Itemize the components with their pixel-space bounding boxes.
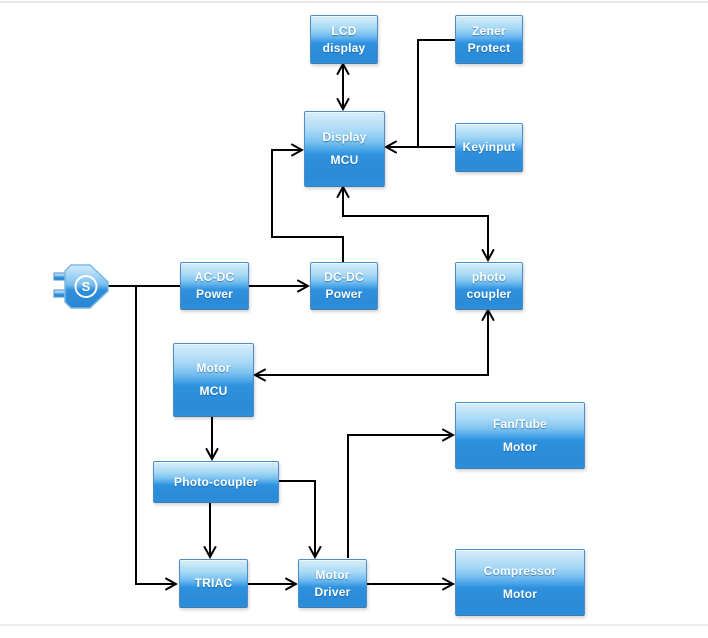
node-label-line2: display (322, 40, 366, 55)
plug-body (64, 264, 109, 309)
edge-motor-driver-to-fan-tube (347, 435, 453, 558)
node-label-line1: Photo-coupler (174, 474, 258, 489)
node-label-line1: Compressor (483, 563, 557, 578)
node-photo-coupler-2: Photo-coupler (153, 461, 279, 503)
node-label-line1: Zener (472, 23, 506, 38)
power-plug-icon: S (53, 264, 109, 309)
node-label-line2: Power (195, 287, 233, 301)
node-label-line2: MCU (330, 153, 359, 167)
top-border-line (0, 1, 708, 3)
plug-circle (74, 275, 98, 298)
node-label-line2: coupler (466, 287, 512, 301)
bottom-border-line (0, 624, 708, 626)
edge-plug-to-triac (135, 286, 176, 584)
node-label-line1: AC-DC (194, 270, 235, 284)
node-label-line1: LCD (331, 23, 357, 38)
node-lcd-display: LCD display (310, 15, 378, 64)
node-label-line1: DC-DC (324, 270, 364, 284)
node-label-line1: Fan/Tube (492, 416, 548, 431)
node-dc-dc-power: DC-DC Power (310, 262, 378, 310)
node-label-line1: Display (322, 130, 367, 144)
node-label-line2: Protect (467, 40, 511, 55)
node-label-line2: Driver (314, 584, 351, 599)
node-triac: TRIAC (179, 559, 248, 608)
edge-photo-coupler-2-to-motor-driver (277, 480, 315, 557)
node-label-line1: Motor (315, 567, 350, 582)
node-keyinput: Keyinput (455, 123, 523, 172)
plug-letter: S (82, 279, 91, 294)
node-label-line1: Motor (196, 361, 231, 375)
node-label-line2: Motor (502, 439, 538, 454)
node-photo-coupler: photo coupler (455, 262, 523, 310)
node-label-line1: TRIAC (194, 576, 233, 590)
node-label-line2: MCU (199, 384, 228, 398)
edge-display-mcu-photo-coupler (343, 187, 488, 260)
node-zener-protect: Zener Protect (455, 15, 523, 64)
node-label-line2: Motor (502, 586, 538, 601)
node-motor-mcu: Motor MCU (173, 343, 254, 417)
edge-zener-junction (417, 39, 455, 146)
node-label-line1: Keyinput (462, 140, 516, 154)
node-motor-driver: Motor Driver (298, 559, 367, 608)
node-display-mcu: Display MCU (304, 111, 385, 187)
node-label-line1: photo (471, 270, 507, 284)
node-ac-dc-power: AC-DC Power (180, 262, 249, 310)
node-label-line2: Power (325, 287, 363, 301)
node-compressor-motor: Compressor Motor (455, 549, 585, 616)
node-fan-tube-motor: Fan/Tube Motor (455, 402, 585, 469)
edge-photo-coupler-motor-mcu (255, 310, 488, 375)
